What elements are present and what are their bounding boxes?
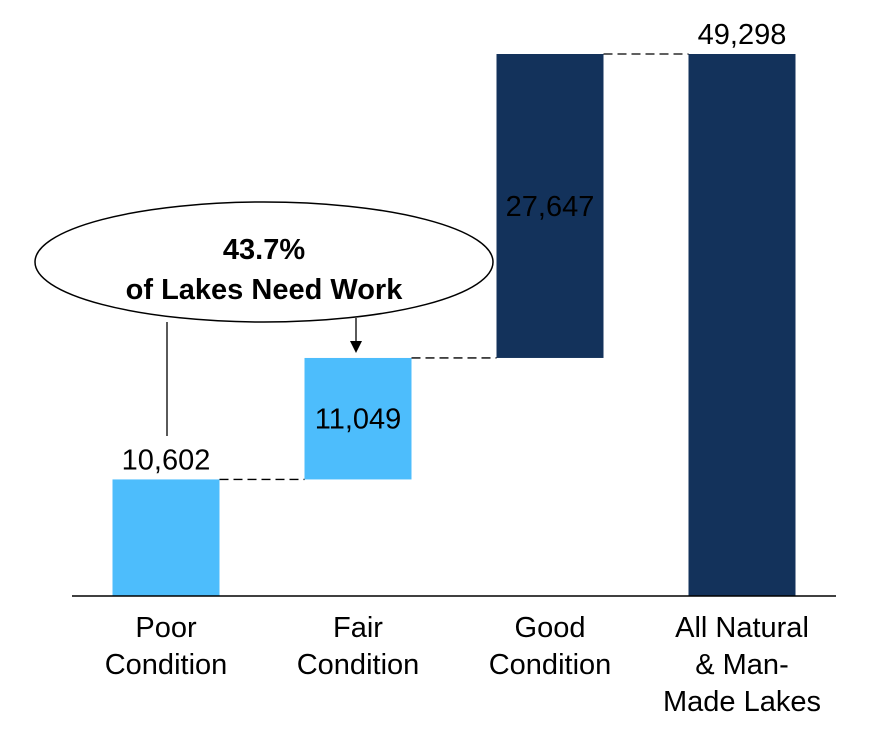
value-labels: 10,602 11,049 27,647 49,298 (122, 19, 787, 476)
value-label-3: 27,647 (506, 191, 595, 223)
category-label-2-line-1: Fair (333, 612, 383, 644)
category-label-3-line-2: Condition (489, 649, 612, 681)
category-label-3-line-1: Good (515, 612, 586, 644)
value-label-1: 10,602 (122, 444, 211, 476)
bars (112, 54, 796, 596)
annotation-callout: 43.7% of Lakes Need Work (34, 201, 494, 436)
category-label-1-line-1: Poor (135, 612, 197, 644)
value-label-2: 11,049 (315, 404, 402, 436)
annotation-ellipse (34, 201, 494, 323)
annotation-percentage: 43.7% (223, 234, 305, 266)
value-label-4: 49,298 (698, 19, 787, 51)
bar-2 (304, 357, 412, 480)
bar-4 (688, 54, 796, 596)
category-label-4-line-2: & Man- (695, 649, 788, 681)
annotation-text: of Lakes Need Work (126, 274, 404, 306)
annotation-arrowhead (350, 341, 362, 353)
bar-3 (496, 54, 604, 358)
category-label-2-line-2: Condition (297, 649, 420, 681)
bar-1 (112, 479, 220, 596)
category-label-4-line-1: All Natural (675, 612, 809, 644)
category-label-1-line-2: Condition (105, 649, 228, 681)
category-label-4-line-3: Made Lakes (663, 686, 821, 718)
connector-lines (219, 53, 689, 481)
